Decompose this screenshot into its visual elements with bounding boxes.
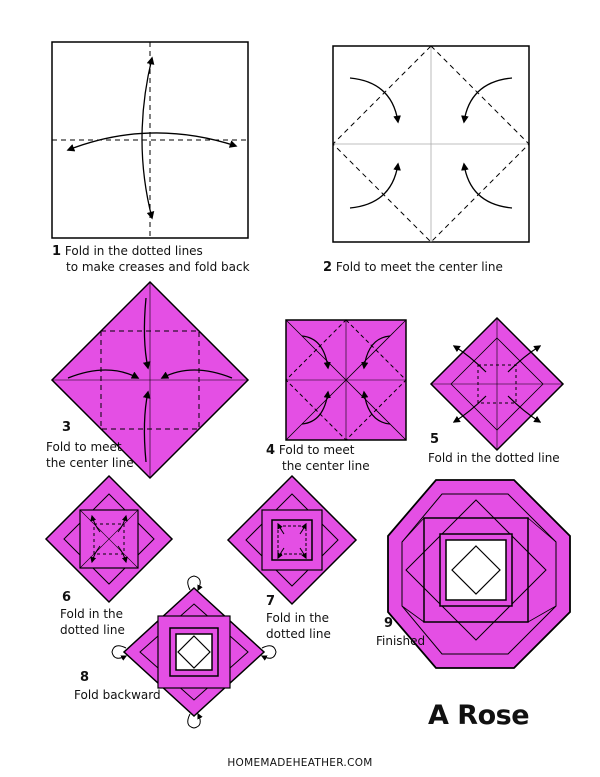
step-4-text-line2: the center line bbox=[282, 459, 370, 473]
step-7-number: 7 bbox=[266, 594, 276, 609]
site-footer: HOMEMADEHEATHER.COM bbox=[227, 757, 373, 769]
step-2-text: Fold to meet the center line bbox=[335, 260, 503, 274]
step-3-figure bbox=[50, 280, 250, 480]
step-8-number: 8 bbox=[80, 670, 90, 685]
step-9-text: Finished bbox=[376, 634, 426, 648]
step-4-caption: 4 Fold to meet bbox=[266, 443, 354, 458]
step-7-text: Fold in the bbox=[266, 611, 330, 625]
step-6-number: 6 bbox=[62, 590, 72, 605]
step-2-number: 2 bbox=[323, 260, 333, 275]
step-3-number: 3 bbox=[62, 420, 72, 435]
step-6-text: Fold in the bbox=[60, 607, 124, 621]
step-6-text-line2: dotted line bbox=[60, 623, 125, 637]
step-4-number: 4 bbox=[266, 443, 276, 458]
step-1-caption: 1 Fold in the dotted lines bbox=[52, 244, 203, 259]
step-2-figure bbox=[332, 45, 530, 243]
step-2-caption: 2 Fold to meet the center line bbox=[323, 260, 503, 275]
step-3-text-line2: the center line bbox=[46, 456, 134, 470]
step-6-figure bbox=[44, 474, 174, 604]
step-5-figure bbox=[429, 316, 565, 452]
step-4-figure bbox=[285, 319, 407, 441]
page-title: A Rose bbox=[428, 700, 530, 731]
step-7-figure bbox=[226, 474, 358, 606]
step-3-text: Fold to meet bbox=[46, 440, 122, 454]
step-1-caption-line2: to make creases and fold back bbox=[66, 260, 250, 274]
step-1-number: 1 bbox=[52, 244, 62, 259]
step-8-figure bbox=[111, 575, 277, 729]
step-8-text: Fold backward bbox=[74, 688, 161, 702]
step-4-text: Fold to meet bbox=[278, 443, 355, 457]
step-9-number: 9 bbox=[384, 616, 394, 631]
step-1-figure bbox=[51, 41, 249, 239]
step-1-text: Fold in the dotted lines bbox=[64, 244, 203, 258]
step-7-text-line2: dotted line bbox=[266, 627, 331, 641]
step-9-figure bbox=[387, 479, 571, 669]
step-5-text: Fold in the dotted line bbox=[428, 451, 560, 465]
step-5-number: 5 bbox=[430, 432, 440, 447]
